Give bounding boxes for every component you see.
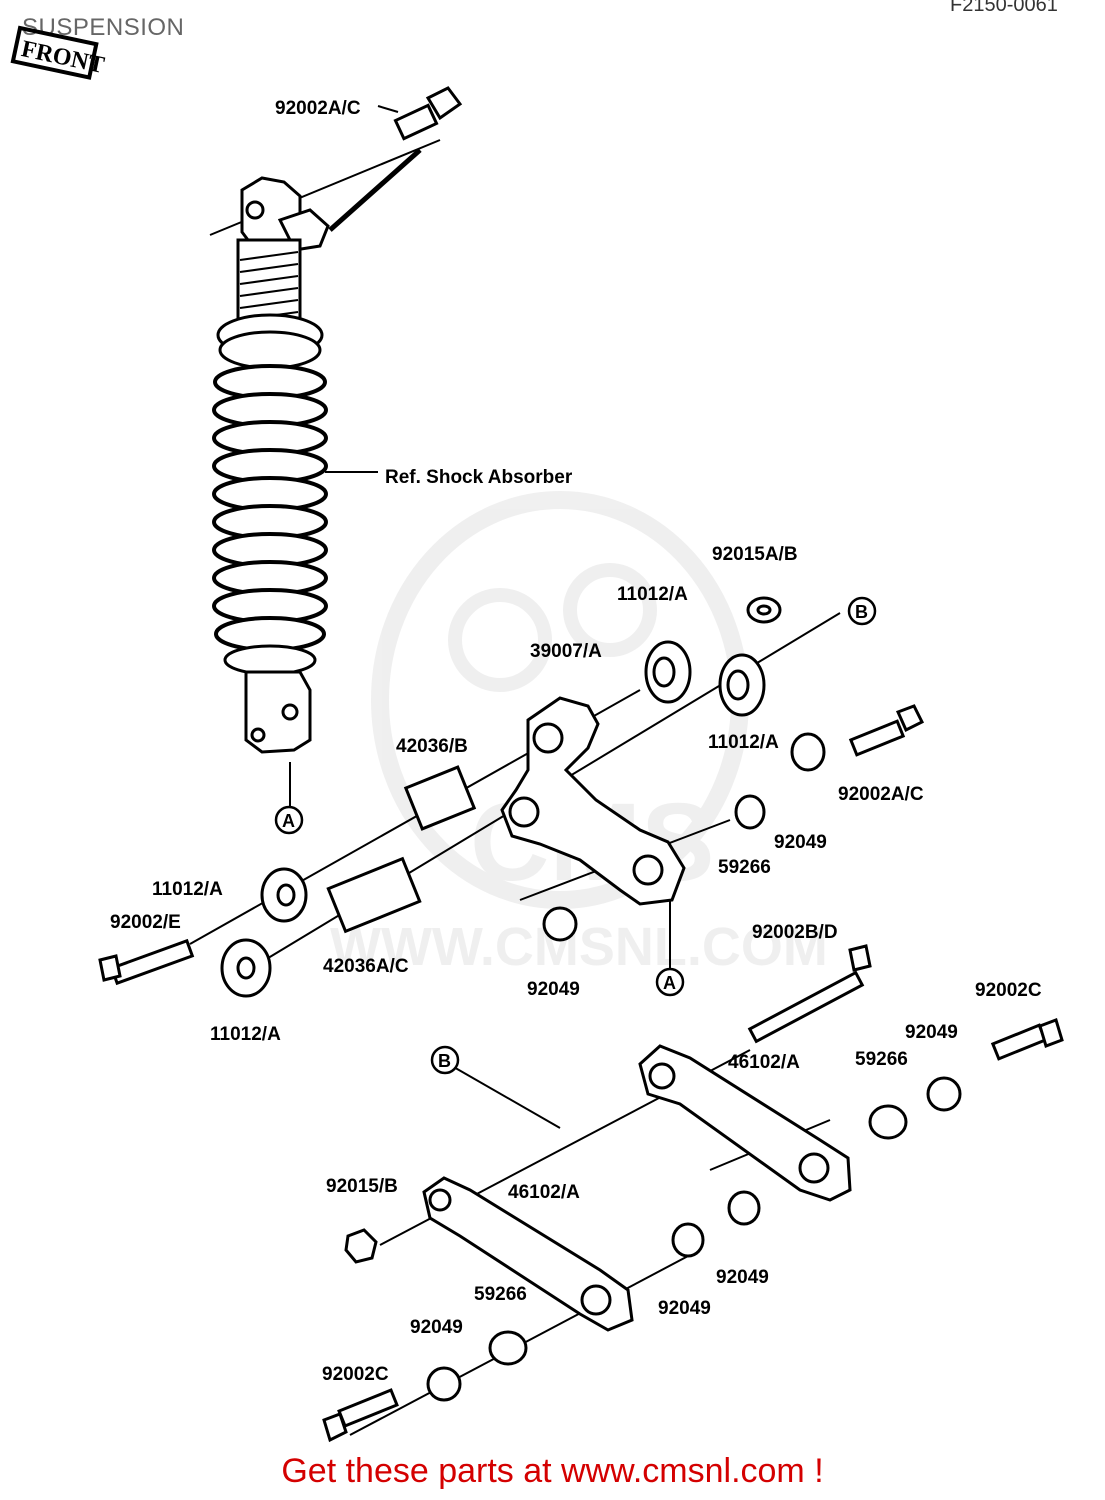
part-label: 11012/A [210,1024,281,1045]
ref-marker-b-label: B [855,602,868,622]
oil-seal-icon [220,938,272,998]
part-label: 92049 [905,1022,958,1043]
collar-icon [790,732,826,772]
part-label: 92002B/D [752,922,838,943]
part-label: 92002C [975,980,1042,1001]
ref-marker-a: A [274,805,304,835]
part-label: 92002C [322,1364,389,1385]
part-label: 59266 [718,857,771,878]
diagram-code: F2150-0061 [950,0,1058,16]
part-label: 42036/B [396,736,468,757]
ref-marker-a-label: A [282,811,295,831]
part-label: 92015/B [326,1176,398,1197]
ref-marker-a-label: A [663,973,676,993]
oil-seal-icon [260,867,308,923]
long-bolt-icon [747,944,872,1044]
part-label: 42036A/C [323,956,409,977]
oil-seal-icon [718,653,766,717]
ref-marker-b: B [430,1045,460,1075]
part-label: 59266 [474,1284,527,1305]
bolt-icon [322,1388,399,1443]
part-label: 92002/E [110,912,181,933]
part-label: 92049 [716,1267,769,1288]
collar-icon [926,1076,962,1112]
part-label: 59266 [855,1049,908,1070]
front-arrow-icon: FRONT [10,25,107,80]
part-label: 92049 [658,1298,711,1319]
part-label: 11012/A [708,732,779,753]
collar-icon [727,1190,761,1226]
washer-icon [746,596,782,624]
part-label: 92002A/C [838,784,924,805]
bolt-icon [848,704,925,757]
bushing-icon [868,1104,908,1140]
ref-marker-b-label: B [438,1051,451,1071]
part-label: 92049 [410,1317,463,1338]
part-label: 11012/A [152,879,223,900]
part-label: 92049 [527,979,580,1000]
diagram-title: SUSPENSION [22,14,185,41]
cta-link[interactable]: Get these parts at www.cmsnl.com ! [281,1452,824,1490]
tie-rod-icon [422,1176,634,1332]
ref-marker-b: B [847,596,877,626]
collar-icon [542,906,578,942]
part-label: 46102/A [508,1182,580,1203]
watermark-text: WWW.CMSNL.COM [330,917,828,977]
collar-icon [426,1366,462,1402]
shock-absorber-icon [209,139,441,754]
part-label: 92002A/C [275,98,361,119]
part-label: 92049 [774,832,827,853]
oil-seal-icon [644,640,692,704]
part-label: 46102/A [728,1052,800,1073]
collar-icon [671,1222,705,1258]
nut-icon [344,1228,378,1264]
reference-label: Ref. Shock Absorber [385,467,573,488]
part-label: 92015A/B [712,544,798,565]
part-label: 39007/A [530,641,602,662]
bushing-icon [488,1330,528,1366]
bolt-icon [98,938,195,986]
collar-icon [734,794,766,830]
part-labels: 92002A/C Ref. Shock Absorber 92015A/B 11… [110,98,1042,1385]
bolt-icon [393,86,463,141]
ref-marker-a: A [655,967,685,997]
bolt-icon [990,1018,1064,1061]
part-label: 11012/A [617,584,688,605]
sleeve-icon [403,765,477,831]
tie-rod-icon [638,1044,852,1202]
sleeve-icon [326,856,422,934]
rocker-arm-icon [500,696,686,906]
